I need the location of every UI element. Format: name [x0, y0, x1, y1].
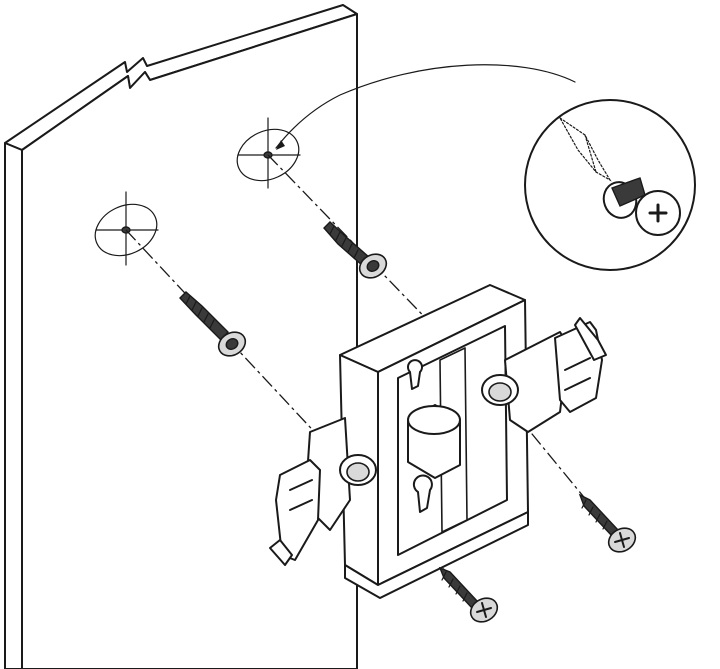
anchor-expanded-detail	[524, 99, 696, 271]
wall-anchor-upper	[323, 221, 388, 279]
drill-mark-upper	[236, 117, 301, 189]
wall-panel	[4, 4, 358, 669]
detail-leader-line	[275, 64, 576, 149]
screw-bottom	[438, 566, 499, 623]
screw-right	[578, 493, 637, 553]
mounting-bracket	[269, 284, 607, 599]
wall-anchor-lower	[179, 291, 247, 357]
leader-arrowhead	[276, 140, 285, 150]
